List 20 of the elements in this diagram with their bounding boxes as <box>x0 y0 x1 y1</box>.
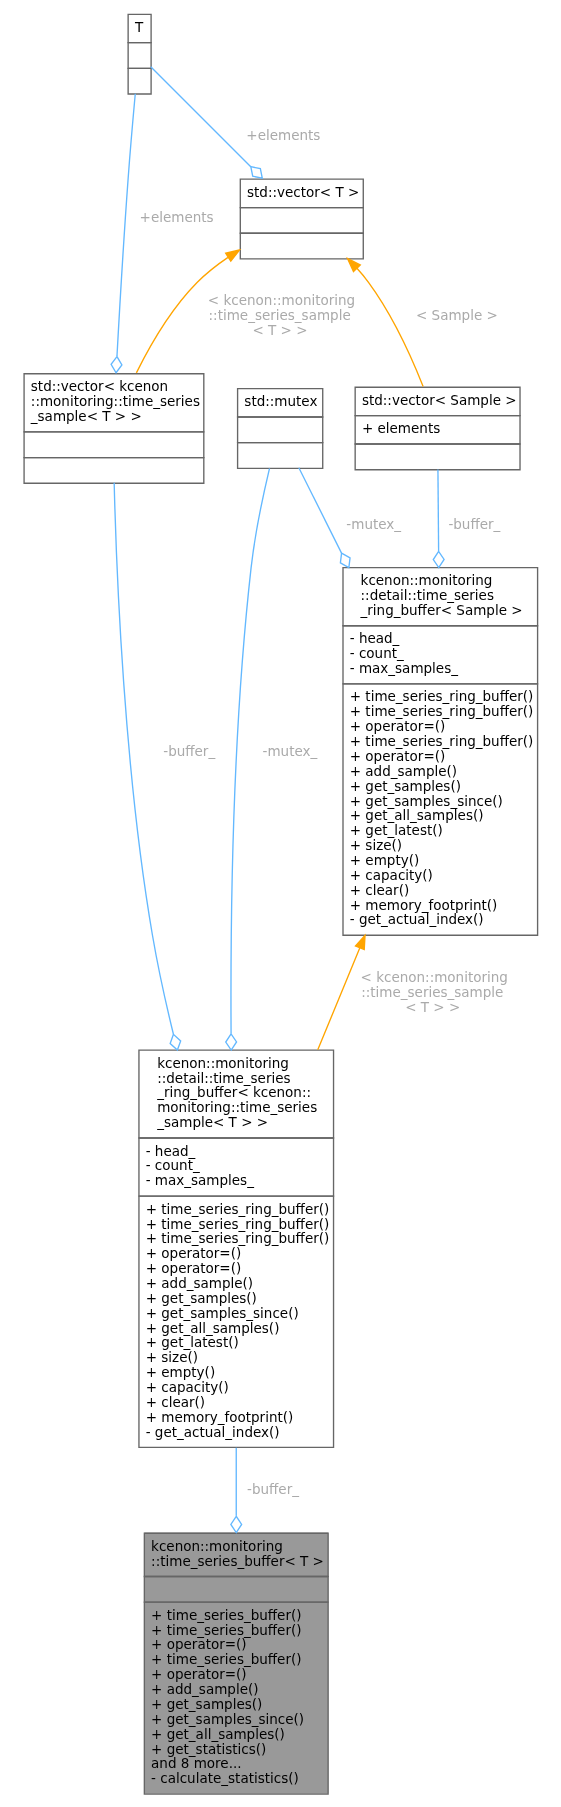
edge-label: +elements <box>139 209 214 226</box>
connector <box>298 467 351 569</box>
edge-label: -mutex_ <box>262 742 318 759</box>
edge-label: < Sample > <box>415 306 498 323</box>
connector <box>150 65 264 180</box>
connector <box>113 482 182 1052</box>
edge-label: < kcenon::monitoring ::time_series_sample < T > > <box>360 968 508 1015</box>
edge-label: -buffer_ <box>163 742 216 759</box>
connector <box>230 1447 243 1534</box>
edge-label: +elements <box>246 126 321 143</box>
edge-label: -buffer_ <box>448 516 501 533</box>
arrow <box>317 933 366 1051</box>
arrow <box>135 248 242 374</box>
edge-label: -mutex_ <box>346 516 402 533</box>
edge-label: -buffer_ <box>247 1481 299 1498</box>
edge-label: < kcenon::monitoring ::time_series_sample < T > > <box>207 291 356 338</box>
connector <box>110 93 136 374</box>
connector <box>224 467 271 1052</box>
connector <box>432 468 445 569</box>
arrow <box>346 256 424 388</box>
